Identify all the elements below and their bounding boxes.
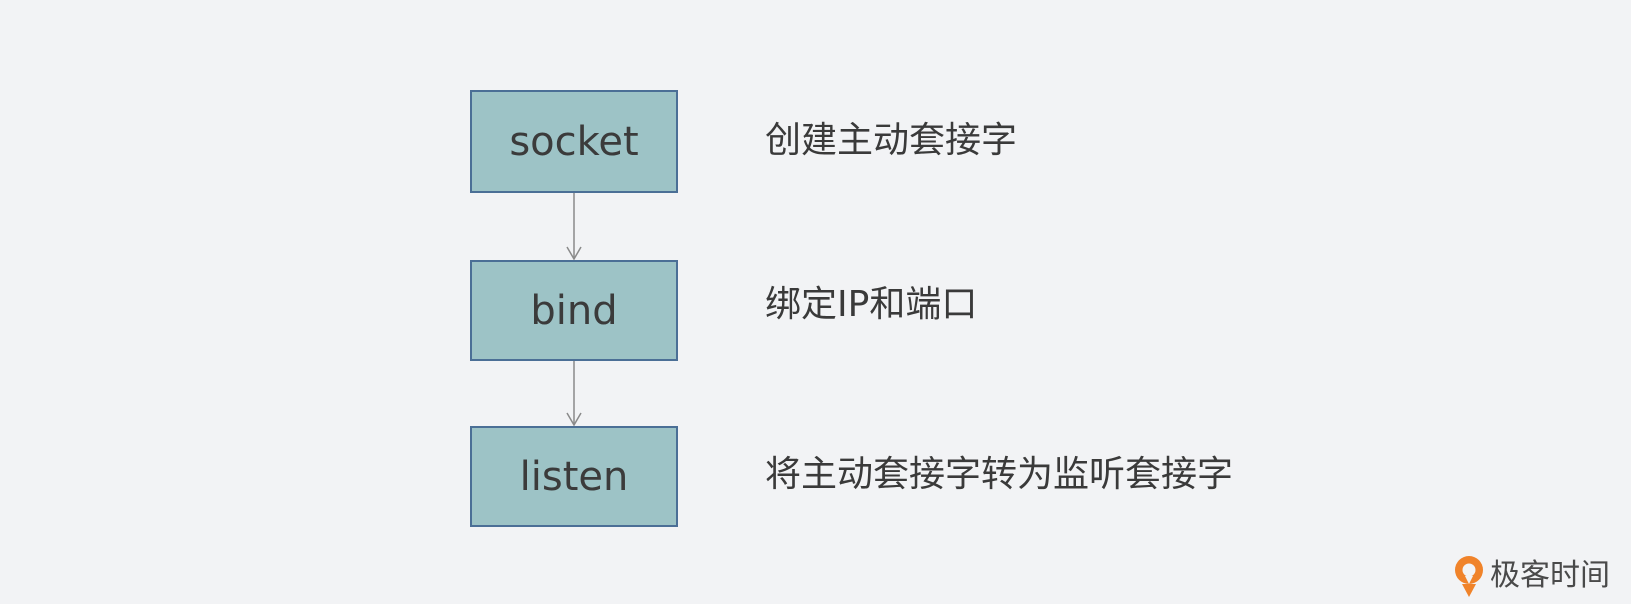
step-description-socket: 创建主动套接字 <box>765 120 1018 161</box>
step-box-socket: socket <box>470 90 678 193</box>
brand-logo: 极客时间 <box>1452 554 1610 598</box>
step-description-listen: 将主动套接字转为监听套接字 <box>765 454 1234 495</box>
step-label: listen <box>519 453 629 500</box>
brand-logo-icon <box>1455 556 1483 597</box>
arrowhead-bind-to-listen <box>566 412 582 427</box>
brand-name: 极客时间 <box>1490 558 1610 593</box>
step-label: socket <box>509 118 639 165</box>
step-box-bind: bind <box>470 260 678 361</box>
step-box-listen: listen <box>470 426 678 527</box>
step-description-bind: 绑定IP和端口 <box>765 284 978 325</box>
step-label: bind <box>530 287 618 334</box>
arrowhead-socket-to-bind <box>566 246 582 261</box>
